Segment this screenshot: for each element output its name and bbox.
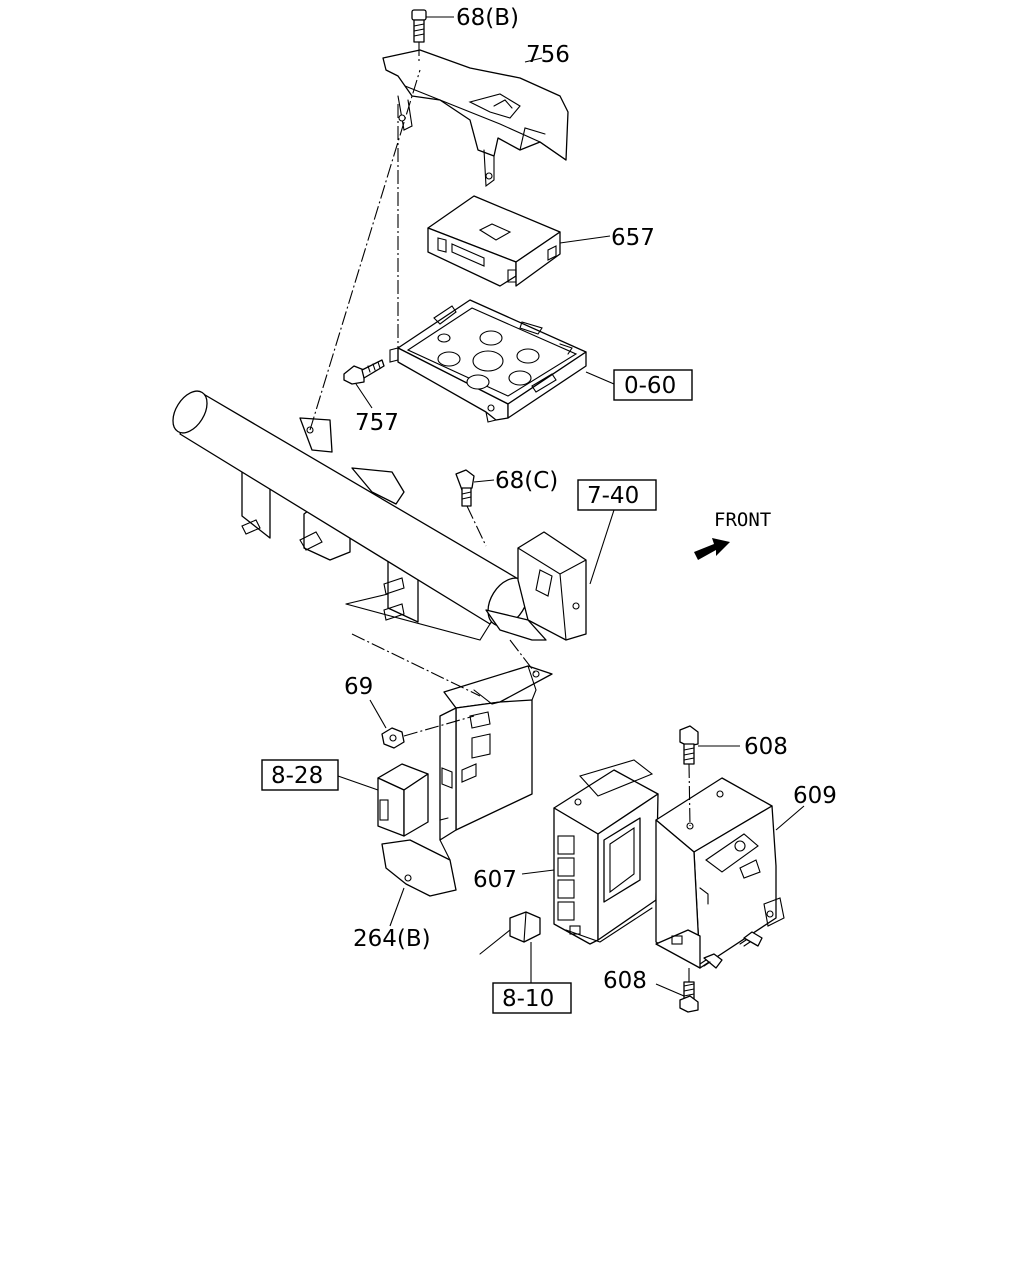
bolt-608-top[interactable] (679, 725, 699, 765)
front-label: FRONT (714, 509, 771, 531)
label-607: 607 (473, 867, 517, 893)
leader-264b (389, 887, 405, 927)
bolt-609-b[interactable] (699, 953, 723, 969)
ref-box-828[interactable]: 8-28 (261, 759, 339, 791)
module-7-40[interactable] (485, 531, 587, 641)
tray-bracket[interactable] (389, 299, 587, 423)
leader-609 (775, 805, 805, 831)
axis-68c (466, 505, 487, 547)
bracket-609[interactable] (655, 777, 785, 969)
label-264b: 264(B) (353, 926, 431, 952)
leader-757 (355, 383, 373, 409)
leader-608-bottom (655, 983, 685, 997)
leader-68c (473, 479, 495, 483)
axis-69 (403, 715, 475, 737)
label-609: 609 (793, 783, 837, 809)
bolt-757[interactable] (343, 359, 385, 385)
label-657: 657 (611, 225, 655, 251)
leader-69 (369, 699, 387, 729)
leader-756 (524, 57, 543, 63)
label-756: 756 (526, 42, 570, 68)
leader-740 (589, 509, 615, 585)
bracket-756[interactable] (382, 49, 569, 188)
bolt-608-bottom[interactable] (679, 981, 699, 1013)
relay-8-28[interactable] (377, 763, 429, 837)
control-unit-657[interactable] (427, 195, 561, 287)
nut-69[interactable] (381, 727, 405, 749)
ref-label-828: 8-28 (271, 763, 323, 789)
axis-264b-b (509, 639, 537, 675)
bolt-609-a[interactable] (739, 931, 763, 947)
leader-060 (585, 371, 615, 385)
label-608-top: 608 (744, 734, 788, 760)
ref-box-060[interactable]: 0-60 (613, 369, 693, 401)
front-arrow-icon (694, 538, 730, 560)
leader-607 (521, 869, 555, 875)
leader-828 (337, 775, 379, 791)
axis-tube-bracket (309, 69, 421, 431)
ref-label-060: 0-60 (624, 373, 676, 399)
label-69: 69 (344, 674, 373, 700)
ref-label-810: 8-10 (502, 986, 554, 1012)
ecu-607[interactable] (553, 759, 659, 945)
connector-8-10[interactable] (479, 911, 541, 955)
bolt-68b[interactable] (411, 9, 427, 43)
label-608-bottom: 608 (603, 968, 647, 994)
label-757: 757 (355, 410, 399, 436)
ref-box-810[interactable]: 8-10 (492, 982, 572, 1014)
label-68c: 68(C) (495, 468, 558, 494)
axis-608-top (688, 763, 691, 827)
ref-box-740[interactable]: 7-40 (577, 479, 657, 511)
bracket-264b[interactable] (381, 665, 553, 897)
leader-657 (559, 235, 611, 244)
ref-label-740: 7-40 (587, 483, 639, 509)
axis-264b (351, 633, 481, 697)
cross-member-tube[interactable] (166, 385, 536, 641)
label-68b: 68(B) (456, 5, 519, 31)
bolt-68c[interactable] (455, 469, 475, 507)
